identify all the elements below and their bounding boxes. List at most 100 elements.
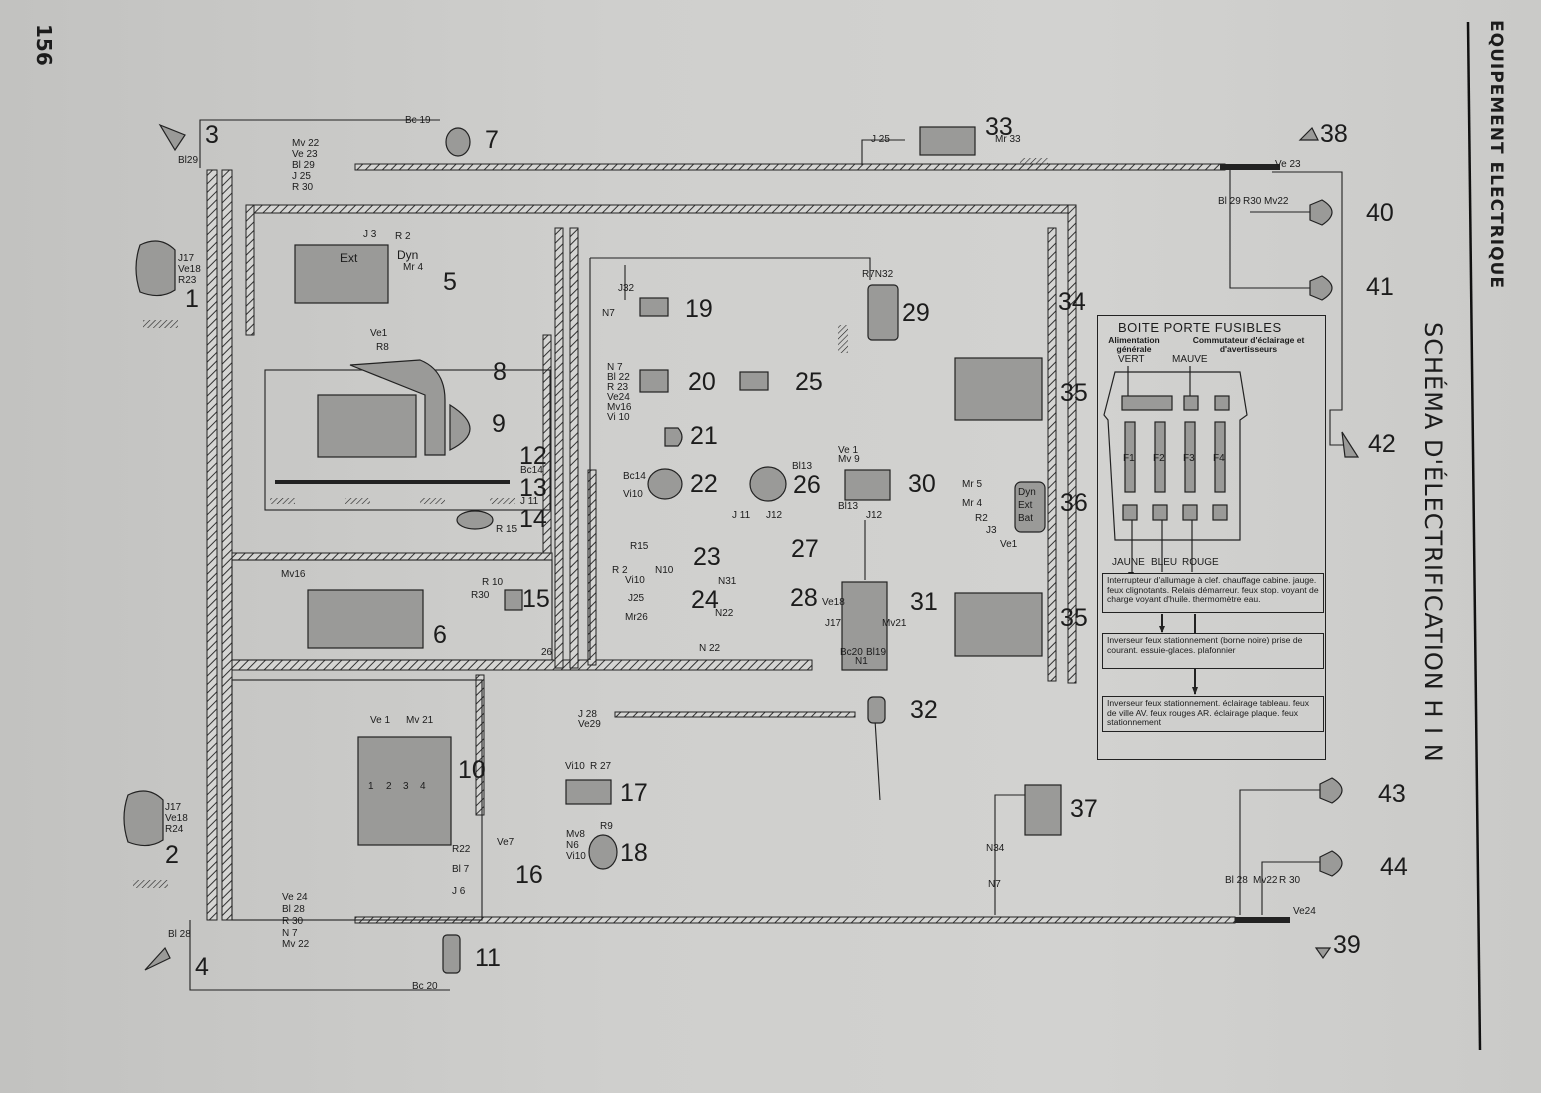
ignition-30 [844,469,891,501]
relay-37 [1024,784,1062,836]
lamp-39 [1314,947,1332,960]
fuse-num: 4 [420,781,426,792]
battery-35-top [954,357,1043,421]
wire-label: Bl 29 [292,160,315,171]
fuse-num: 2 [386,781,392,792]
wire-label: Mr 33 [995,134,1021,145]
fuse-f1: F1 [1123,453,1135,464]
component-label-43: 43 [1378,780,1406,808]
wire-label: R 10 [482,577,504,588]
component-label-2: 2 [165,841,179,869]
component-label-6: 6 [433,621,447,649]
component-label-33: 33 [985,113,1013,141]
regulator-36 [1014,481,1046,533]
wire-label: R 2 [612,565,628,576]
wire-label: Ve 24 [282,892,308,903]
wire-label: Mv 9 [838,454,860,465]
temp-sensor-14 [456,510,494,530]
wire-label: N1 [855,656,868,667]
rear-light-41 [1309,275,1333,301]
wire-label: R24 [165,824,184,835]
wire-label: N22 [715,608,734,619]
component-label-12: 12 [519,442,547,470]
wire-label: Ve24 [1293,906,1316,917]
component-label-42: 42 [1368,430,1396,458]
wire-label: R8 [376,342,389,353]
fuse-bridge [1121,395,1173,411]
component-label-3: 3 [205,121,219,149]
component-label-8: 8 [493,358,507,386]
component-label-18: 18 [620,839,648,867]
wire-label: Ve29 [578,719,601,730]
wire-label: Bl 22 [607,372,630,383]
wire-label: N31 [718,576,737,587]
wire-label: J 11 [520,496,539,507]
wire-label: N 7 [607,362,623,373]
wire-label: Mr 4 [403,262,423,273]
wire-label: Ve1 [1000,539,1018,550]
component-label-9: 9 [492,410,506,438]
side-light-3 [158,123,186,152]
wire-label: Bc14 [520,465,543,476]
wire-label: Bl29 [178,155,199,166]
color-mauve: MAUVE [1172,354,1208,365]
wire-label: Ve18 [822,597,845,608]
component-label-24: 24 [691,586,719,614]
wire-label: Vi 10 [607,412,630,423]
wire-label: Ve 23 [1275,159,1301,170]
wire-label: N 22 [699,643,721,654]
wire-label: J 3 [363,229,377,240]
wire-label: Ve 1 [838,445,859,456]
wire-label: Bc 20 [412,981,438,992]
component-label-40: 40 [1366,199,1394,227]
wire-label: N7 [988,879,1001,890]
wire-label: J17 [165,802,182,813]
wire-label: Ve18 [165,813,188,824]
wire-label: Ve7 [497,837,515,848]
wire-label: Mv16 [607,402,632,413]
wire-label: Bl19 [866,647,887,658]
component-label-28: 28 [790,584,818,612]
component-label-7: 7 [485,126,499,154]
wire-label: N34 [986,843,1005,854]
wire-label: Bc20 [840,647,863,658]
component-label-27: 27 [791,535,819,563]
wire-label: N6 [566,840,579,851]
fuse-box-title: BOITE PORTE FUSIBLES [1118,320,1282,335]
switch-20 [639,369,669,393]
switch-label: Commutateur d'éclairage et d'avertisseur… [1192,335,1305,354]
wire-label: Mv 22 [292,138,320,149]
starter-9 [317,394,417,458]
wire-label: Bat [1018,513,1034,524]
wire-label: Bl 28 [1225,875,1248,886]
wire-label: R 30 [1279,875,1301,886]
wire-label: Ext [340,251,358,265]
component-label-4: 4 [195,953,209,981]
component-label-22: 22 [690,470,718,498]
rear-light-44 [1319,850,1343,877]
starter-nose [449,403,471,451]
fuse-note-2: Inverseur feux stationnement (borne noir… [1102,633,1324,669]
wire-label: Bl 28 [282,904,305,915]
wire-label: Vi10 [566,851,586,862]
ceiling-light-6 [307,589,424,649]
component-label-17: 17 [620,779,648,807]
wire-label: Bc 19 [405,115,431,126]
component-label-29: 29 [902,299,930,327]
gauge-22 [647,468,683,500]
wire-label: J12 [766,510,783,521]
wire-label: J17 [825,618,842,629]
horn-7 [445,127,471,157]
harness-left-2 [221,169,233,921]
rear-light-40 [1309,199,1333,226]
wire-label: R9 [600,821,613,832]
harness-left-1 [206,169,218,921]
wire-label: Dyn [397,248,419,262]
wire-label: J12 [866,510,883,521]
wire-label: Mr26 [625,612,648,623]
wire-label: J 25 [871,134,890,145]
component-label-30: 30 [908,470,936,498]
fuse-f2: F2 [1153,453,1165,464]
component-label-25: 25 [795,368,823,396]
